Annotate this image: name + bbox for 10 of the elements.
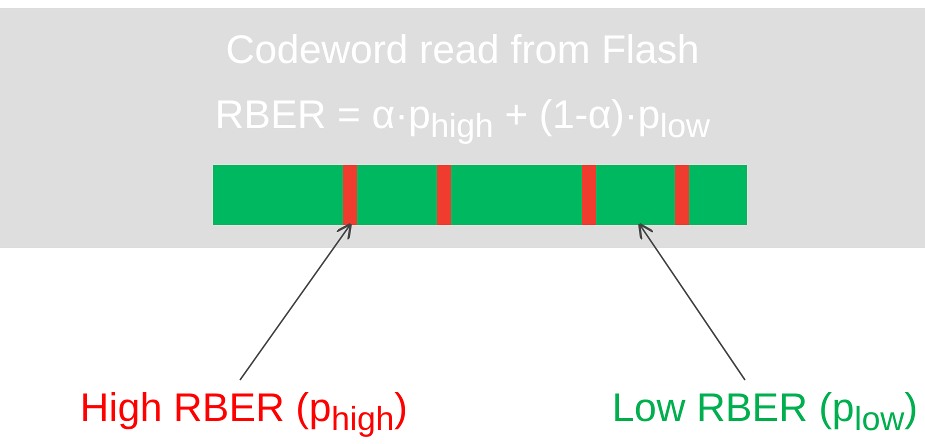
leader-arrow — [638, 222, 746, 380]
codeword-panel — [0, 8, 925, 248]
high-rber-label: High RBER (p$_{high}$) — [80, 380, 408, 444]
leader-arrow — [239, 222, 352, 380]
error-stripe — [675, 165, 689, 225]
error-stripe — [343, 165, 357, 225]
low-rber-label: Low RBER (p$_{low}$) — [612, 380, 918, 444]
error-stripe — [437, 165, 451, 225]
codeword-bar — [213, 165, 747, 225]
error-stripe — [582, 165, 596, 225]
